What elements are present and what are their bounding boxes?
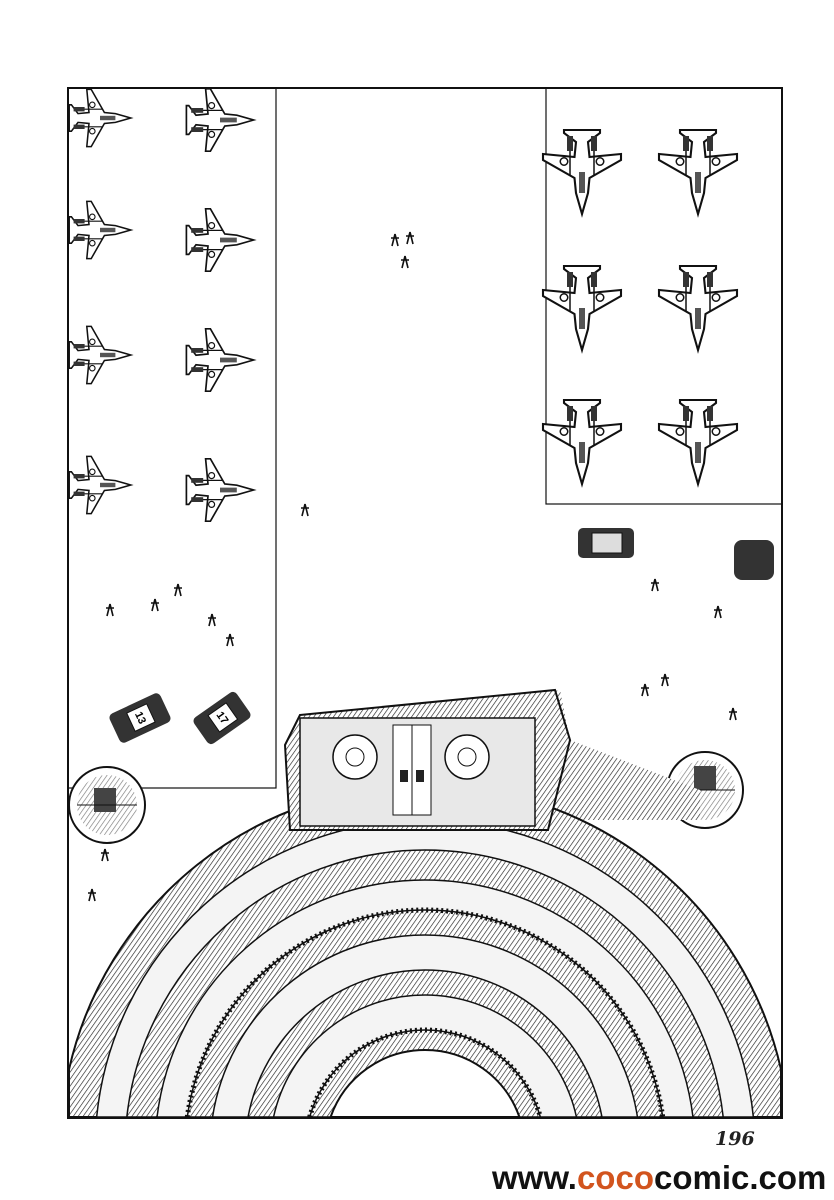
circular-base xyxy=(68,784,782,1118)
page-number: 196 xyxy=(715,1128,755,1150)
base-rail-track xyxy=(307,1027,543,1118)
watermark-suffix: comic.com xyxy=(653,1159,827,1196)
watermark-link[interactable]: www.cococomic.com xyxy=(492,1160,826,1196)
vehicle-17: 17 xyxy=(193,691,251,745)
truck xyxy=(578,528,774,580)
base-rail-track xyxy=(184,907,666,1118)
watermark-accent: coco xyxy=(576,1159,654,1196)
hangar-building xyxy=(283,688,572,831)
vehicle-number: 17 xyxy=(214,710,231,727)
left-parking-bay xyxy=(67,87,277,789)
vehicle-number: 13 xyxy=(132,710,148,726)
turret-left xyxy=(68,766,146,844)
watermark-prefix: www. xyxy=(492,1159,577,1196)
base-ring xyxy=(329,1049,521,1118)
vehicle-13: 13 xyxy=(109,693,171,743)
